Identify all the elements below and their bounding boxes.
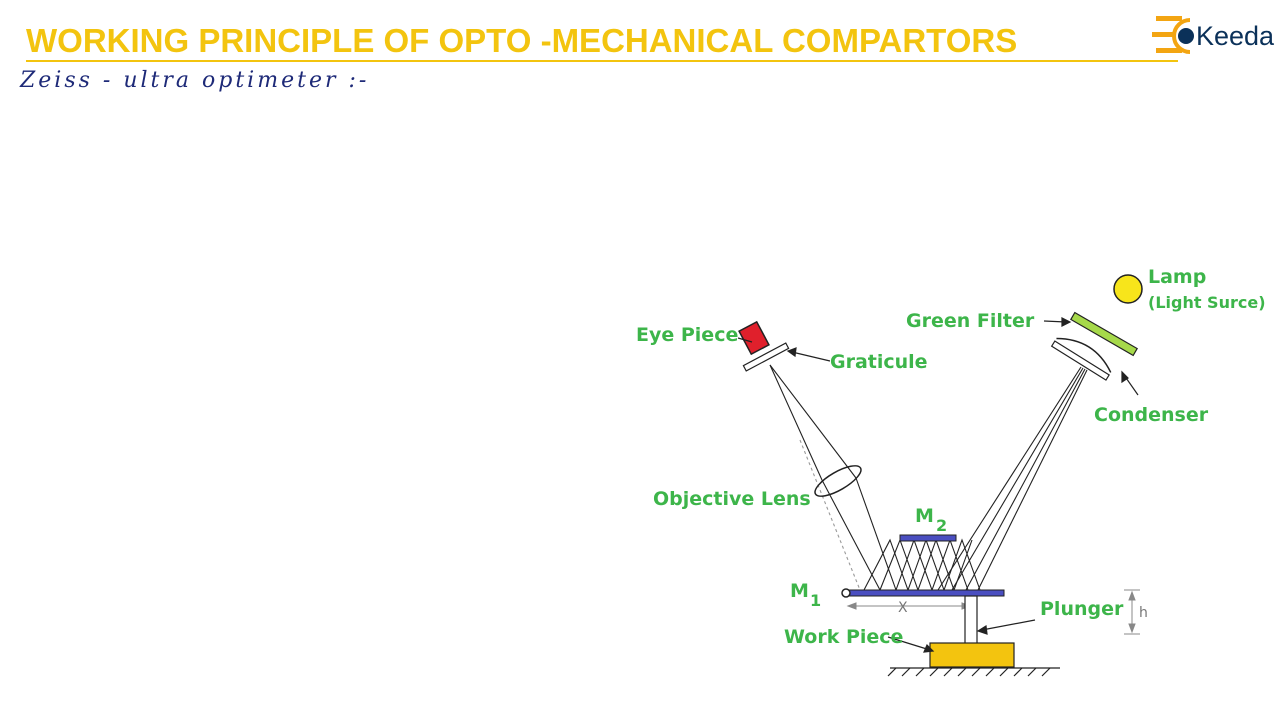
green-filter — [1070, 311, 1138, 357]
graticule-plate — [742, 342, 790, 372]
h-dimension-arrow — [1124, 589, 1140, 635]
label-objective-lens: Objective Lens — [653, 488, 811, 510]
logo-mark-icon — [1152, 16, 1194, 54]
label-eye-piece: Eye Piece — [636, 324, 738, 346]
condenser-lens — [1050, 337, 1112, 381]
light-rays-eye-side — [769, 364, 897, 591]
page-title: WORKING PRINCIPLE OF OPTO -MECHANICAL CO… — [26, 22, 1018, 59]
x-dimension-arrow — [846, 602, 972, 610]
lamp-bulb — [1113, 274, 1143, 304]
mirror-m1 — [845, 589, 1005, 597]
label-x: X — [898, 600, 908, 616]
title-underline — [26, 60, 1178, 62]
label-m1: M — [790, 580, 809, 602]
mirror-m2 — [899, 534, 957, 542]
plunger — [964, 595, 978, 645]
label-m2-sub: 2 — [936, 516, 947, 535]
label-graticule: Graticule — [830, 351, 928, 373]
work-piece — [929, 642, 1015, 668]
objective-lens — [814, 465, 862, 497]
light-rays-lamp-side — [937, 366, 1088, 591]
m1-pivot — [841, 588, 851, 598]
leader-lines — [737, 317, 1139, 653]
handwritten-note: Zeiss - ultra optimeter :- — [20, 68, 370, 93]
label-lamp-sub: (Light Surce) — [1148, 293, 1266, 312]
base-ground — [887, 667, 1060, 677]
label-green-filter: Green Filter — [906, 310, 1035, 332]
ekeeda-logo: Keeda — [1150, 10, 1280, 62]
label-work-piece: Work Piece — [784, 626, 903, 648]
eye-piece-body — [738, 320, 770, 356]
label-m2: M — [915, 505, 934, 527]
label-condenser: Condenser — [1094, 404, 1209, 426]
label-plunger: Plunger — [1040, 598, 1124, 620]
logo-text: Keeda — [1196, 21, 1275, 51]
label-lamp: Lamp — [1148, 266, 1206, 288]
label-h: h — [1139, 605, 1148, 621]
label-m1-sub: 1 — [810, 591, 821, 610]
